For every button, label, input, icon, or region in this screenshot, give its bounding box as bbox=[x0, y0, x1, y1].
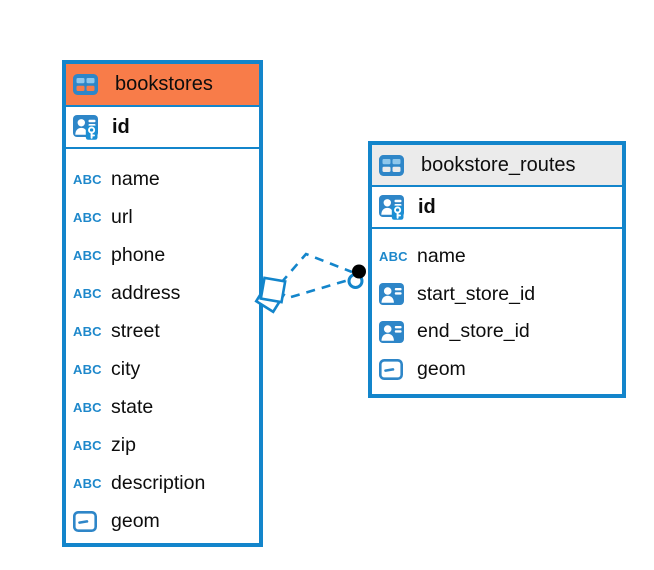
text-type-icon: ABC bbox=[73, 475, 102, 491]
table-title: bookstores bbox=[115, 73, 213, 95]
text-type-icon: ABC bbox=[73, 285, 102, 301]
table-row[interactable]: ABC name bbox=[66, 160, 259, 198]
table-header[interactable]: bookstores bbox=[66, 64, 259, 107]
primary-key-name: id bbox=[418, 195, 436, 218]
column-name: street bbox=[111, 319, 160, 342]
text-type-icon: ABC bbox=[73, 437, 102, 453]
relationship-link-lower[interactable] bbox=[290, 277, 353, 299]
geometry-type-icon bbox=[73, 510, 103, 532]
primary-key-icon bbox=[379, 194, 409, 220]
table-row[interactable]: geom bbox=[66, 502, 259, 540]
primary-key-name: id bbox=[112, 115, 130, 138]
table-row[interactable]: geom bbox=[372, 351, 622, 389]
table-title: bookstore_routes bbox=[421, 153, 576, 176]
column-name: end_store_id bbox=[417, 320, 530, 343]
column-name: state bbox=[111, 395, 154, 418]
table-row[interactable]: ABC name bbox=[372, 238, 622, 276]
primary-key-icon bbox=[73, 114, 103, 140]
column-name: phone bbox=[111, 243, 166, 266]
column-name: url bbox=[111, 205, 133, 228]
table-row[interactable]: ABC street bbox=[66, 312, 259, 350]
table-row[interactable]: id bbox=[372, 187, 622, 229]
column-name: description bbox=[111, 471, 206, 494]
table-row[interactable]: end_store_id bbox=[372, 313, 622, 351]
table-icon bbox=[73, 74, 103, 95]
table-row[interactable]: ABC url bbox=[66, 198, 259, 236]
column-list: ABC name ABC url ABC phone ABC address A… bbox=[66, 149, 259, 540]
text-type-icon: ABC bbox=[73, 247, 102, 263]
column-name: start_store_id bbox=[417, 282, 536, 305]
table-row[interactable]: ABC city bbox=[66, 350, 259, 388]
table-row[interactable]: ABC address bbox=[66, 274, 259, 312]
table-row[interactable]: ABC phone bbox=[66, 236, 259, 274]
column-name: geom bbox=[111, 509, 160, 532]
table-row[interactable]: start_store_id bbox=[372, 276, 622, 314]
geometry-type-icon bbox=[379, 358, 409, 380]
table-row[interactable]: ABC description bbox=[66, 464, 259, 502]
table-row[interactable]: ABC zip bbox=[66, 426, 259, 464]
text-type-icon: ABC bbox=[379, 249, 408, 265]
reference-type-icon bbox=[379, 283, 409, 306]
text-type-icon: ABC bbox=[73, 399, 102, 415]
column-name: geom bbox=[417, 357, 466, 380]
column-list: ABC name start_store_id bbox=[372, 229, 622, 388]
column-name: city bbox=[111, 357, 141, 380]
table-header[interactable]: bookstore_routes bbox=[372, 145, 622, 187]
text-type-icon: ABC bbox=[73, 209, 102, 225]
column-name: address bbox=[111, 281, 181, 304]
table-bookstore-routes[interactable]: bookstore_routes id ABC name bbox=[368, 141, 626, 398]
column-name: name bbox=[111, 167, 160, 190]
text-type-icon: ABC bbox=[73, 171, 102, 187]
column-name: zip bbox=[111, 433, 136, 456]
text-type-icon: ABC bbox=[73, 361, 102, 377]
relationship-link-upper[interactable] bbox=[280, 252, 353, 284]
table-row[interactable]: ABC state bbox=[66, 388, 259, 426]
relationship-target-marker[interactable] bbox=[347, 264, 366, 289]
table-bookstores[interactable]: bookstores id ABC name bbox=[62, 60, 263, 547]
text-type-icon: ABC bbox=[73, 323, 102, 339]
table-row[interactable]: id bbox=[66, 107, 259, 149]
column-name: name bbox=[417, 245, 466, 268]
reference-type-icon bbox=[379, 320, 409, 343]
table-icon bbox=[379, 154, 409, 176]
